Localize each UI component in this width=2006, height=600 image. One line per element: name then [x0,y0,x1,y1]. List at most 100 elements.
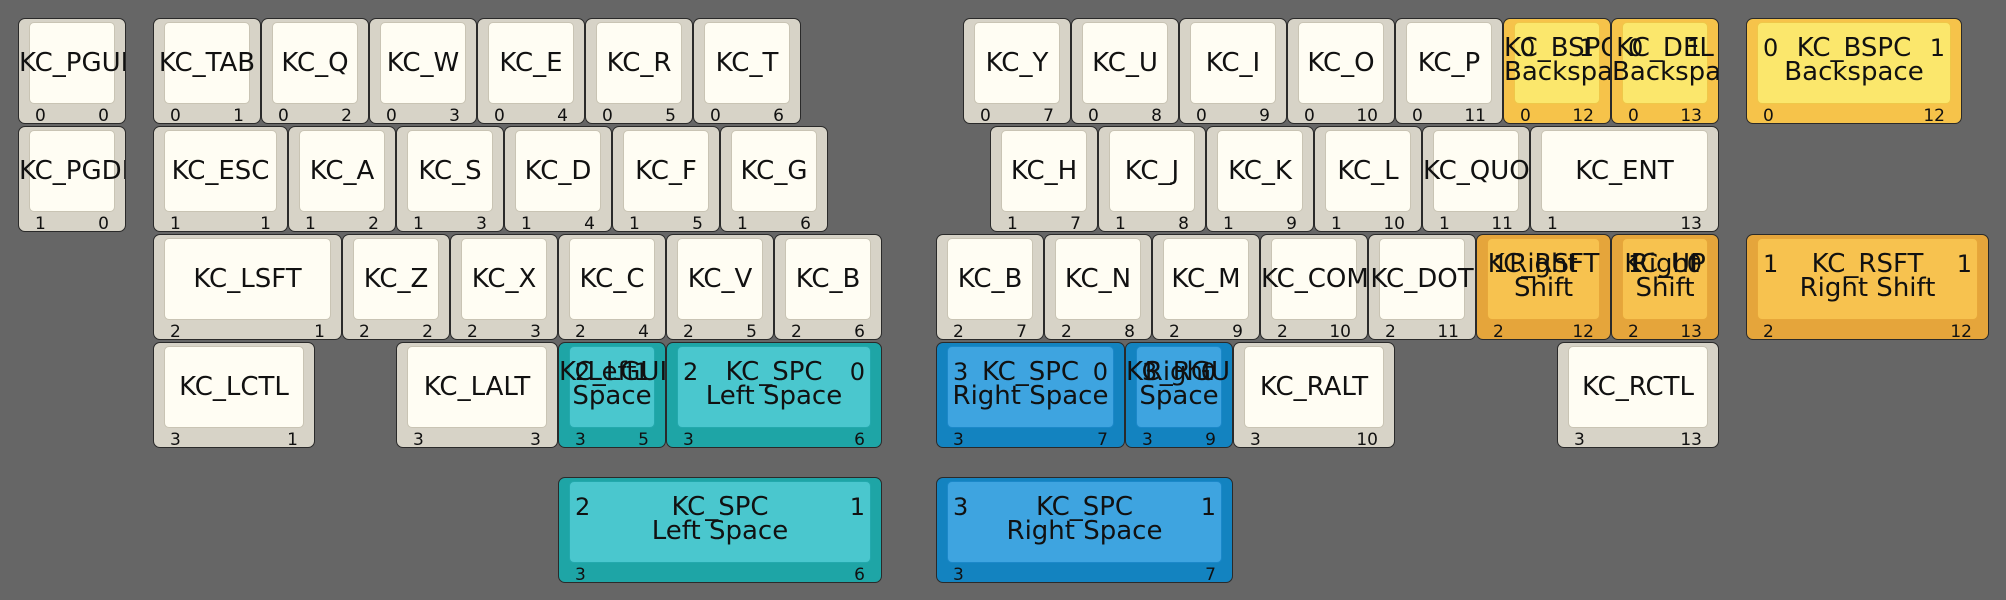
key-kc-pgdn[interactable]: KC_PGDN10 [18,126,126,232]
key-legend-tr: 0 [849,358,865,386]
key-kc-comm[interactable]: KC_COMM210 [1260,234,1368,340]
key-legend-bl: 0 [386,106,397,124]
key-legend-br: 2 [341,106,352,124]
key-label: KC_K [1228,156,1292,186]
key-legend-tl: 1 [1628,250,1644,278]
key-label: Backspace [1504,57,1610,87]
key-legend-br: 8 [1124,322,1135,340]
key-legend-bl: 1 [1547,214,1558,232]
keycap-face [1379,238,1465,320]
key-kc-del-overlap[interactable]: KC_DELBackspace01013 [1611,18,1719,124]
key-legend-bl: 2 [1277,322,1288,340]
key-legend-br: 13 [1680,106,1702,124]
keycap-face [677,346,871,428]
key-legend-bl: 0 [35,106,46,124]
key-label: Backspace [1612,57,1718,87]
key-legend-bl: 3 [683,430,694,448]
keycap-face [569,346,655,428]
key-label: KC_BSPC [1796,33,1912,63]
keycap-face [1514,22,1600,104]
key-label: KC_UP [1624,249,1706,279]
key-legend-bl: 1 [737,214,748,232]
key-legend-br: 10 [1356,106,1378,124]
key-label: KC_RALT [1259,372,1369,402]
key-legend-bl: 0 [1196,106,1207,124]
key-legend-br: 12 [1572,322,1594,340]
key-legend-bl: 0 [1088,106,1099,124]
key-legend-tr: 1 [633,358,649,386]
key-legend-bl: 2 [1385,322,1396,340]
key-legend-tr: 1 [1956,250,1972,278]
key-legend-br: 11 [1437,322,1459,340]
keycap-face [1487,238,1600,320]
key-label: KC_G [740,156,808,186]
key-label: Shift [1635,273,1695,303]
keycap-face [1136,346,1222,428]
key-label: KC_I [1205,48,1261,78]
key-legend-bl: 2 [1061,322,1072,340]
keycap-face [164,130,277,212]
keycap-face [299,130,385,212]
key-legend-bl: 3 [575,565,586,583]
key-legend-bl: 1 [1115,214,1126,232]
keycap-face [272,22,358,104]
key-legend-br: 9 [1286,214,1297,232]
key-kc-quot[interactable]: KC_QUOT111 [1422,126,1530,232]
keycap-face [1244,346,1384,428]
key-legend-tr: 1 [1929,34,1945,62]
key-legend-bl: 3 [413,430,424,448]
keycap-face [623,130,709,212]
key-legend-tl: 3 [953,493,969,521]
key-legend-tr: 1 [1200,493,1216,521]
